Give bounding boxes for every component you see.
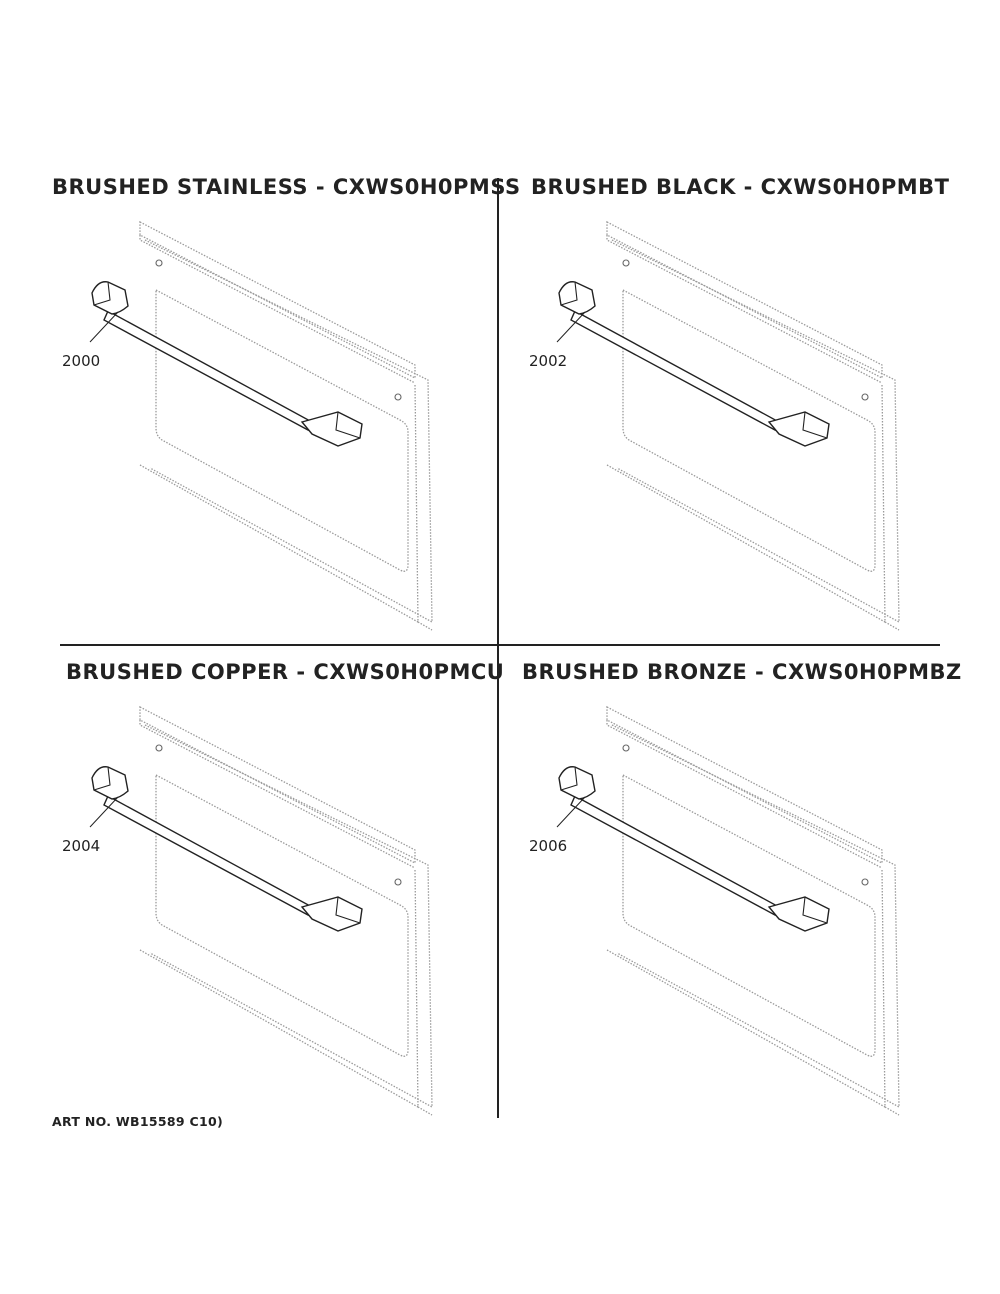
door-window	[155, 773, 409, 1057]
screw-dot-right	[394, 393, 402, 401]
door-drawing-stainless	[89, 220, 433, 631]
handle-end-cap-left-edge	[93, 281, 111, 306]
door-bottom-edge	[139, 464, 419, 623]
door-outer-panel	[144, 724, 433, 1109]
handle-end-cap-right	[767, 411, 830, 447]
door-drawing-black	[556, 220, 900, 631]
screw-dot-right	[394, 878, 402, 886]
screw-dot-left	[155, 259, 163, 267]
reference-leader-line	[556, 796, 586, 828]
door-side-edge	[414, 869, 433, 1116]
reference-leader-line	[89, 311, 119, 343]
part-ref-2006: 2006	[529, 837, 568, 855]
horizontal-divider	[60, 644, 940, 646]
vertical-divider	[497, 178, 499, 1118]
door-outer-panel	[144, 239, 433, 624]
door-bottom-edge	[139, 949, 419, 1108]
reference-leader-line	[556, 311, 586, 343]
door-bottom-edge	[606, 464, 886, 623]
door-drawing-copper	[89, 705, 433, 1116]
handle-bar	[103, 310, 313, 431]
handle-end-cap-right-edge	[335, 896, 361, 924]
handle-end-cap-right-edge	[335, 411, 361, 439]
door-top-trim	[139, 220, 416, 380]
screw-dot-right	[861, 878, 869, 886]
handle-end-cap-left-edge	[93, 766, 111, 791]
door-bottom-edge	[606, 949, 886, 1108]
door-top-trim	[606, 220, 883, 380]
handle-end-cap-right	[300, 896, 363, 932]
door-side-edge	[414, 384, 433, 631]
handle-end-cap-left-edge	[560, 281, 578, 306]
handle-end-cap-right-edge	[802, 411, 828, 439]
screw-dot-left	[622, 259, 630, 267]
quadrant-title-stainless: BRUSHED STAINLESS - CXWS0H0PMSS	[52, 175, 521, 199]
handle-bar	[570, 310, 780, 431]
quadrant-title-black: BRUSHED BLACK - CXWS0H0PMBT	[531, 175, 950, 199]
door-side-edge	[881, 869, 900, 1116]
door-window	[155, 288, 409, 572]
door-window	[622, 773, 876, 1057]
art-number: ART NO. WB15589 C10)	[52, 1114, 223, 1129]
part-ref-2004: 2004	[62, 837, 101, 855]
handle-end-cap-right-edge	[802, 896, 828, 924]
part-ref-2002: 2002	[529, 352, 568, 370]
quadrant-title-copper: BRUSHED COPPER - CXWS0H0PMCU	[66, 660, 505, 684]
handle-bar	[570, 795, 780, 916]
door-top-trim	[606, 705, 883, 865]
door-side-edge	[881, 384, 900, 631]
quadrant-title-bronze: BRUSHED BRONZE - CXWS0H0PMBZ	[522, 660, 962, 684]
screw-dot-left	[622, 744, 630, 752]
door-window	[622, 288, 876, 572]
part-ref-2000: 2000	[62, 352, 101, 370]
handle-end-cap-left-edge	[560, 766, 578, 791]
door-drawing-bronze	[556, 705, 900, 1116]
door-outer-panel	[611, 239, 900, 624]
door-top-trim	[139, 705, 416, 865]
reference-leader-line	[89, 796, 119, 828]
handle-end-cap-right	[767, 896, 830, 932]
handle-bar	[103, 795, 313, 916]
screw-dot-right	[861, 393, 869, 401]
screw-dot-left	[155, 744, 163, 752]
door-outer-panel	[611, 724, 900, 1109]
handle-end-cap-right	[300, 411, 363, 447]
